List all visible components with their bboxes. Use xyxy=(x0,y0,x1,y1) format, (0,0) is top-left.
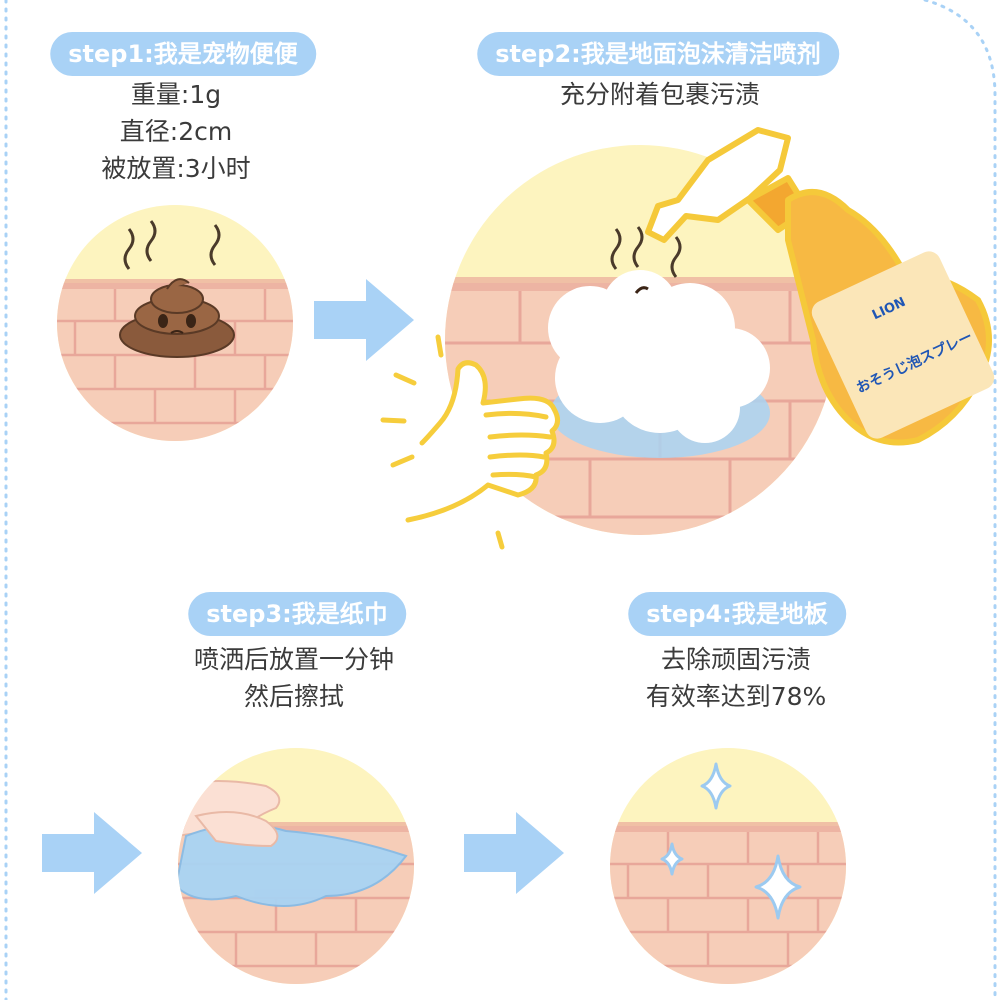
arrow-right-icon xyxy=(42,812,142,894)
step1-diameter: 直径:2cm xyxy=(119,117,233,146)
step1-description: 重量:1g 直径:2cm 被放置:3小时 xyxy=(101,76,250,187)
step4-result: 去除顽固污渍 xyxy=(660,645,812,674)
spray-bottle-icon: LION おそうじ泡スプレー xyxy=(645,127,995,446)
arrow-right-icon xyxy=(314,279,414,361)
step3-wait: 喷洒后放置一分钟 xyxy=(193,645,395,674)
step1-scene xyxy=(57,205,293,441)
step2-effect: 充分附着包裹污渍 xyxy=(559,80,761,109)
thumbs-up-icon xyxy=(380,334,560,550)
step2-description: 充分附着包裹污渍 xyxy=(560,76,760,113)
step1-weight: 重量:1g xyxy=(130,80,222,109)
step1-label: step1:我是宠物便便 xyxy=(50,32,316,76)
step4-efficiency: 有效率达到78% xyxy=(645,682,827,711)
step3-scene xyxy=(178,748,414,984)
arrow-right-icon xyxy=(464,812,564,894)
step3-label: step3:我是纸巾 xyxy=(188,592,406,636)
hand-wiping-icon xyxy=(178,780,408,907)
sparkle-icon xyxy=(700,762,732,810)
step3-wipe: 然后擦拭 xyxy=(243,682,345,711)
step4-description: 去除顽固污渍 有效率达到78% xyxy=(646,641,827,715)
step4-scene xyxy=(610,748,846,984)
sparkle-icon xyxy=(754,854,802,920)
step4-label: step4:我是地板 xyxy=(628,592,846,636)
step3-description: 喷洒后放置一分钟 然后擦拭 xyxy=(194,641,394,715)
bottle-label: LION おそうじ泡スプレー xyxy=(811,251,995,439)
sparkle-icon xyxy=(660,842,684,876)
step2-label: step2:我是地面泡沫清洁喷剂 xyxy=(477,32,839,76)
poop-icon xyxy=(119,220,235,358)
foam-icon xyxy=(548,226,770,458)
step1-duration: 被放置:3小时 xyxy=(101,154,251,183)
